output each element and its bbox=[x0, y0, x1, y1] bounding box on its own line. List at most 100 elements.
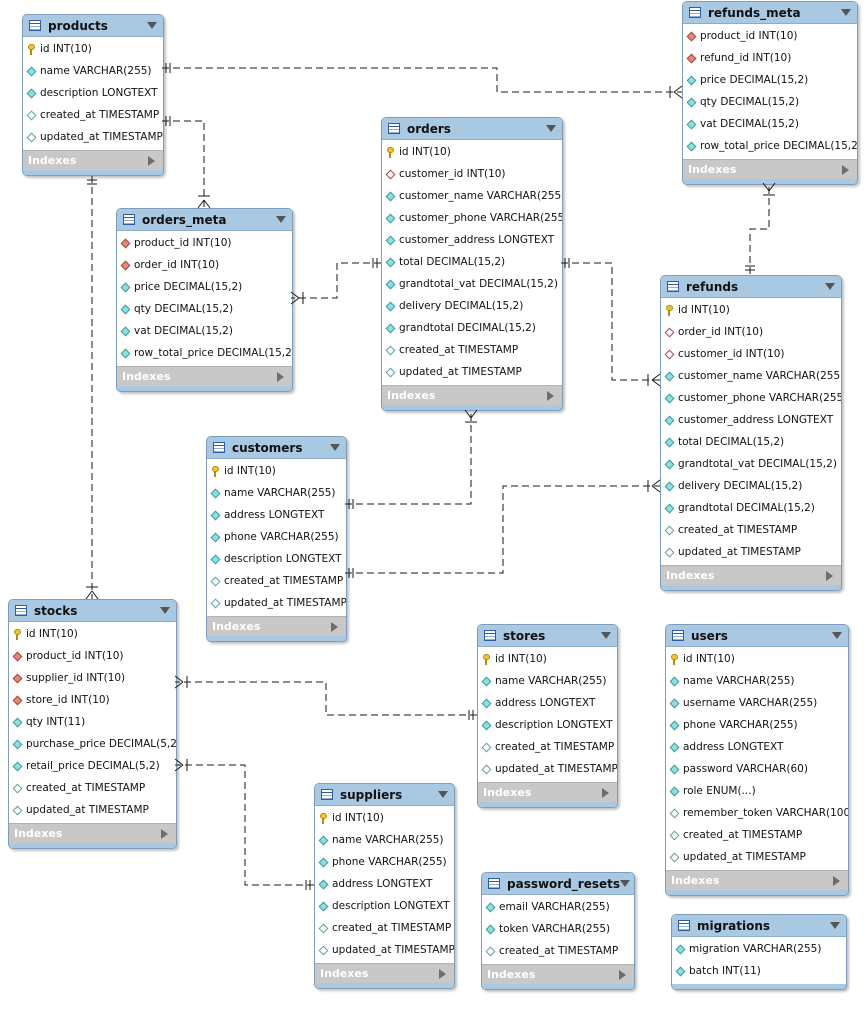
table-header[interactable]: orders_meta bbox=[117, 209, 292, 231]
column-row[interactable]: product_id INT(10) bbox=[117, 232, 292, 254]
column-row[interactable]: token VARCHAR(255) bbox=[482, 918, 634, 940]
chevron-down-icon[interactable] bbox=[620, 880, 631, 887]
column-row[interactable]: created_at TIMESTAMP bbox=[382, 339, 562, 361]
column-row[interactable]: grandtotal_vat DECIMAL(15,2) bbox=[382, 273, 562, 295]
column-row[interactable]: created_at TIMESTAMP bbox=[23, 104, 163, 126]
expand-arrow-icon[interactable] bbox=[842, 164, 849, 175]
column-row[interactable]: grandtotal_vat DECIMAL(15,2) bbox=[661, 453, 841, 475]
column-row[interactable]: customer_id INT(10) bbox=[661, 343, 841, 365]
column-row[interactable]: id INT(10) bbox=[9, 623, 176, 645]
column-row[interactable]: row_total_price DECIMAL(15,2) bbox=[117, 342, 292, 364]
indexes-bar[interactable]: Indexes bbox=[382, 385, 562, 405]
expand-arrow-icon[interactable] bbox=[331, 621, 338, 632]
column-row[interactable]: created_at TIMESTAMP bbox=[207, 570, 346, 592]
column-row[interactable]: updated_at TIMESTAMP bbox=[478, 758, 617, 780]
table-header[interactable]: users bbox=[666, 625, 848, 647]
column-row[interactable]: id INT(10) bbox=[478, 648, 617, 670]
column-row[interactable]: username VARCHAR(255) bbox=[666, 692, 848, 714]
column-row[interactable]: remember_token VARCHAR(100) bbox=[666, 802, 848, 824]
column-row[interactable]: total DECIMAL(15,2) bbox=[382, 251, 562, 273]
column-row[interactable]: phone VARCHAR(255) bbox=[666, 714, 848, 736]
column-row[interactable]: qty INT(11) bbox=[9, 711, 176, 733]
table-header[interactable]: migrations bbox=[672, 915, 846, 937]
column-row[interactable]: customer_phone VARCHAR(255) bbox=[661, 387, 841, 409]
chevron-down-icon[interactable] bbox=[830, 922, 840, 929]
chevron-down-icon[interactable] bbox=[160, 607, 170, 614]
column-row[interactable]: name VARCHAR(255) bbox=[23, 60, 163, 82]
column-row[interactable]: updated_at TIMESTAMP bbox=[666, 846, 848, 868]
column-row[interactable]: vat DECIMAL(15,2) bbox=[683, 113, 857, 135]
column-row[interactable]: description LONGTEXT bbox=[478, 714, 617, 736]
chevron-down-icon[interactable] bbox=[601, 632, 611, 639]
column-row[interactable]: customer_phone VARCHAR(255) bbox=[382, 207, 562, 229]
indexes-bar[interactable]: Indexes bbox=[683, 159, 857, 179]
column-row[interactable]: updated_at TIMESTAMP bbox=[382, 361, 562, 383]
table-header[interactable]: customers bbox=[207, 437, 346, 459]
column-row[interactable]: retail_price DECIMAL(5,2) bbox=[9, 755, 176, 777]
column-row[interactable]: id INT(10) bbox=[207, 460, 346, 482]
indexes-bar[interactable]: Indexes bbox=[478, 782, 617, 802]
column-row[interactable]: created_at TIMESTAMP bbox=[315, 917, 454, 939]
column-row[interactable]: created_at TIMESTAMP bbox=[478, 736, 617, 758]
table-header[interactable]: orders bbox=[382, 118, 562, 140]
column-row[interactable]: address LONGTEXT bbox=[315, 873, 454, 895]
column-row[interactable]: id INT(10) bbox=[23, 38, 163, 60]
column-row[interactable]: purchase_price DECIMAL(5,2) bbox=[9, 733, 176, 755]
column-row[interactable]: row_total_price DECIMAL(15,2) bbox=[683, 135, 857, 157]
column-row[interactable]: updated_at TIMESTAMP bbox=[207, 592, 346, 614]
table-header[interactable]: stocks bbox=[9, 600, 176, 622]
column-row[interactable]: password VARCHAR(60) bbox=[666, 758, 848, 780]
column-row[interactable]: product_id INT(10) bbox=[683, 25, 857, 47]
table-header[interactable]: stores bbox=[478, 625, 617, 647]
column-row[interactable]: address LONGTEXT bbox=[207, 504, 346, 526]
column-row[interactable]: order_id INT(10) bbox=[661, 321, 841, 343]
column-row[interactable]: updated_at TIMESTAMP bbox=[315, 939, 454, 961]
column-row[interactable]: store_id INT(10) bbox=[9, 689, 176, 711]
column-row[interactable]: id INT(10) bbox=[382, 141, 562, 163]
column-row[interactable]: customer_name VARCHAR(255) bbox=[382, 185, 562, 207]
column-row[interactable]: description LONGTEXT bbox=[207, 548, 346, 570]
table-header[interactable]: refunds bbox=[661, 276, 841, 298]
table-header[interactable]: suppliers bbox=[315, 784, 454, 806]
column-row[interactable]: migration VARCHAR(255) bbox=[672, 938, 846, 960]
column-row[interactable]: phone VARCHAR(255) bbox=[315, 851, 454, 873]
indexes-bar[interactable]: Indexes bbox=[482, 964, 634, 984]
column-row[interactable]: created_at TIMESTAMP bbox=[9, 777, 176, 799]
column-row[interactable]: address LONGTEXT bbox=[478, 692, 617, 714]
expand-arrow-icon[interactable] bbox=[833, 875, 840, 886]
column-row[interactable]: phone VARCHAR(255) bbox=[207, 526, 346, 548]
column-row[interactable]: name VARCHAR(255) bbox=[207, 482, 346, 504]
column-row[interactable]: delivery DECIMAL(15,2) bbox=[661, 475, 841, 497]
chevron-down-icon[interactable] bbox=[330, 444, 340, 451]
chevron-down-icon[interactable] bbox=[147, 22, 157, 29]
column-row[interactable]: created_at TIMESTAMP bbox=[666, 824, 848, 846]
expand-arrow-icon[interactable] bbox=[439, 968, 446, 979]
table-header[interactable]: products bbox=[23, 15, 163, 37]
column-row[interactable]: vat DECIMAL(15,2) bbox=[117, 320, 292, 342]
expand-arrow-icon[interactable] bbox=[547, 390, 554, 401]
column-row[interactable]: description LONGTEXT bbox=[315, 895, 454, 917]
column-row[interactable]: description LONGTEXT bbox=[23, 82, 163, 104]
column-row[interactable]: price DECIMAL(15,2) bbox=[117, 276, 292, 298]
column-row[interactable]: delivery DECIMAL(15,2) bbox=[382, 295, 562, 317]
column-row[interactable]: id INT(10) bbox=[666, 648, 848, 670]
indexes-bar[interactable]: Indexes bbox=[207, 616, 346, 636]
column-row[interactable]: customer_address LONGTEXT bbox=[382, 229, 562, 251]
column-row[interactable]: id INT(10) bbox=[315, 807, 454, 829]
column-row[interactable]: created_at TIMESTAMP bbox=[661, 519, 841, 541]
column-row[interactable]: customer_id INT(10) bbox=[382, 163, 562, 185]
column-row[interactable]: customer_name VARCHAR(255) bbox=[661, 365, 841, 387]
expand-arrow-icon[interactable] bbox=[277, 371, 284, 382]
chevron-down-icon[interactable] bbox=[546, 125, 556, 132]
column-row[interactable]: name VARCHAR(255) bbox=[478, 670, 617, 692]
chevron-down-icon[interactable] bbox=[825, 283, 835, 290]
indexes-bar[interactable]: Indexes bbox=[9, 823, 176, 843]
expand-arrow-icon[interactable] bbox=[826, 570, 833, 581]
